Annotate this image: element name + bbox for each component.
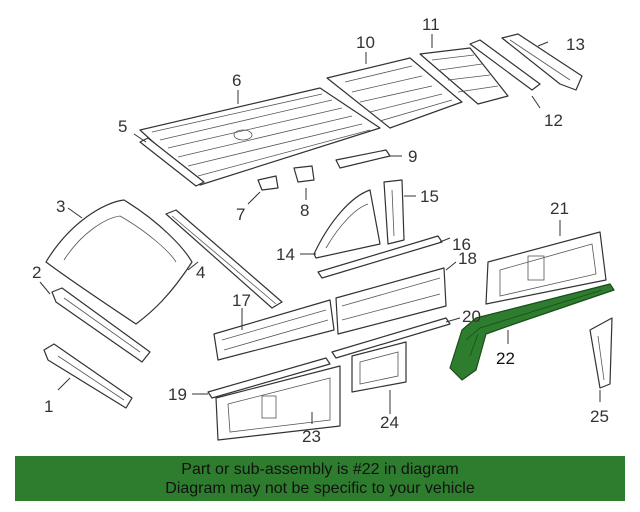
callout-9: 9 (408, 147, 417, 166)
part-4-a-pillar[interactable] (165, 209, 283, 309)
part-23-lower-panel[interactable] (215, 365, 341, 441)
part-21-rear-side-panel[interactable] (485, 231, 607, 305)
callout-24: 24 (380, 413, 399, 432)
part-22-highlighted-assembly[interactable] (449, 283, 615, 381)
banner-line-2: Diagram may not be specific to your vehi… (165, 480, 475, 497)
part-5-roof-rail[interactable] (139, 137, 205, 187)
callout-13: 13 (566, 35, 585, 54)
callout-7: 7 (236, 205, 245, 224)
callout-labels: 1 2 3 4 5 6 7 8 9 10 11 12 13 14 15 16 1… (32, 15, 609, 446)
part-13-rear-cap[interactable] (501, 33, 583, 91)
callout-23: 23 (302, 427, 321, 446)
part-3-windshield[interactable] (45, 199, 193, 325)
part-24-inner-panel[interactable] (351, 341, 407, 393)
leader-lines (39, 34, 601, 424)
part-25-pillar[interactable] (589, 317, 613, 389)
part-8-bracket[interactable] (293, 165, 315, 183)
part-11-roof-bow[interactable] (419, 47, 509, 105)
callout-20: 20 (462, 307, 481, 326)
part-18-upper-side-panel[interactable] (335, 267, 447, 335)
callout-16: 16 (452, 235, 471, 254)
callout-12: 12 (544, 111, 563, 130)
part-7-bracket[interactable] (257, 175, 279, 191)
part-16-strip[interactable] (317, 235, 443, 279)
callout-21: 21 (550, 199, 569, 218)
callout-10: 10 (356, 33, 375, 52)
callout-19: 19 (168, 385, 187, 404)
part-9-bar[interactable] (335, 149, 391, 169)
callout-3: 3 (56, 197, 65, 216)
callout-15: 15 (420, 187, 439, 206)
callout-14: 14 (276, 245, 295, 264)
part-14-quarter-panel[interactable] (313, 189, 381, 259)
callout-11: 11 (422, 15, 440, 34)
part-10-rear-roof-panel[interactable] (326, 57, 463, 129)
part-1-lower-cowl[interactable] (43, 343, 133, 409)
callout-1: 1 (44, 397, 53, 416)
callout-4: 4 (196, 263, 205, 282)
parts-diagram: 1 2 3 4 5 6 7 8 9 10 11 12 13 14 15 16 1… (32, 15, 615, 446)
callout-5: 5 (118, 117, 127, 136)
part-20-strip[interactable] (331, 317, 451, 359)
callout-18: 18 (458, 249, 477, 268)
info-banner: Part or sub-assembly is #22 in diagram D… (15, 456, 625, 501)
callout-2: 2 (32, 263, 41, 282)
callout-22: 22 (496, 349, 515, 368)
banner-line-1: Part or sub-assembly is #22 in diagram (181, 461, 459, 478)
part-2-cowl[interactable] (51, 287, 151, 363)
part-17-side-panel[interactable] (213, 299, 335, 361)
callout-6: 6 (232, 71, 241, 90)
callout-8: 8 (300, 201, 309, 220)
callout-25: 25 (590, 407, 609, 426)
part-19-lower-strip[interactable] (207, 357, 331, 399)
part-15-pillar-bracket[interactable] (383, 179, 405, 245)
part-12-rear-header[interactable] (469, 39, 541, 91)
callout-17: 17 (232, 291, 251, 310)
